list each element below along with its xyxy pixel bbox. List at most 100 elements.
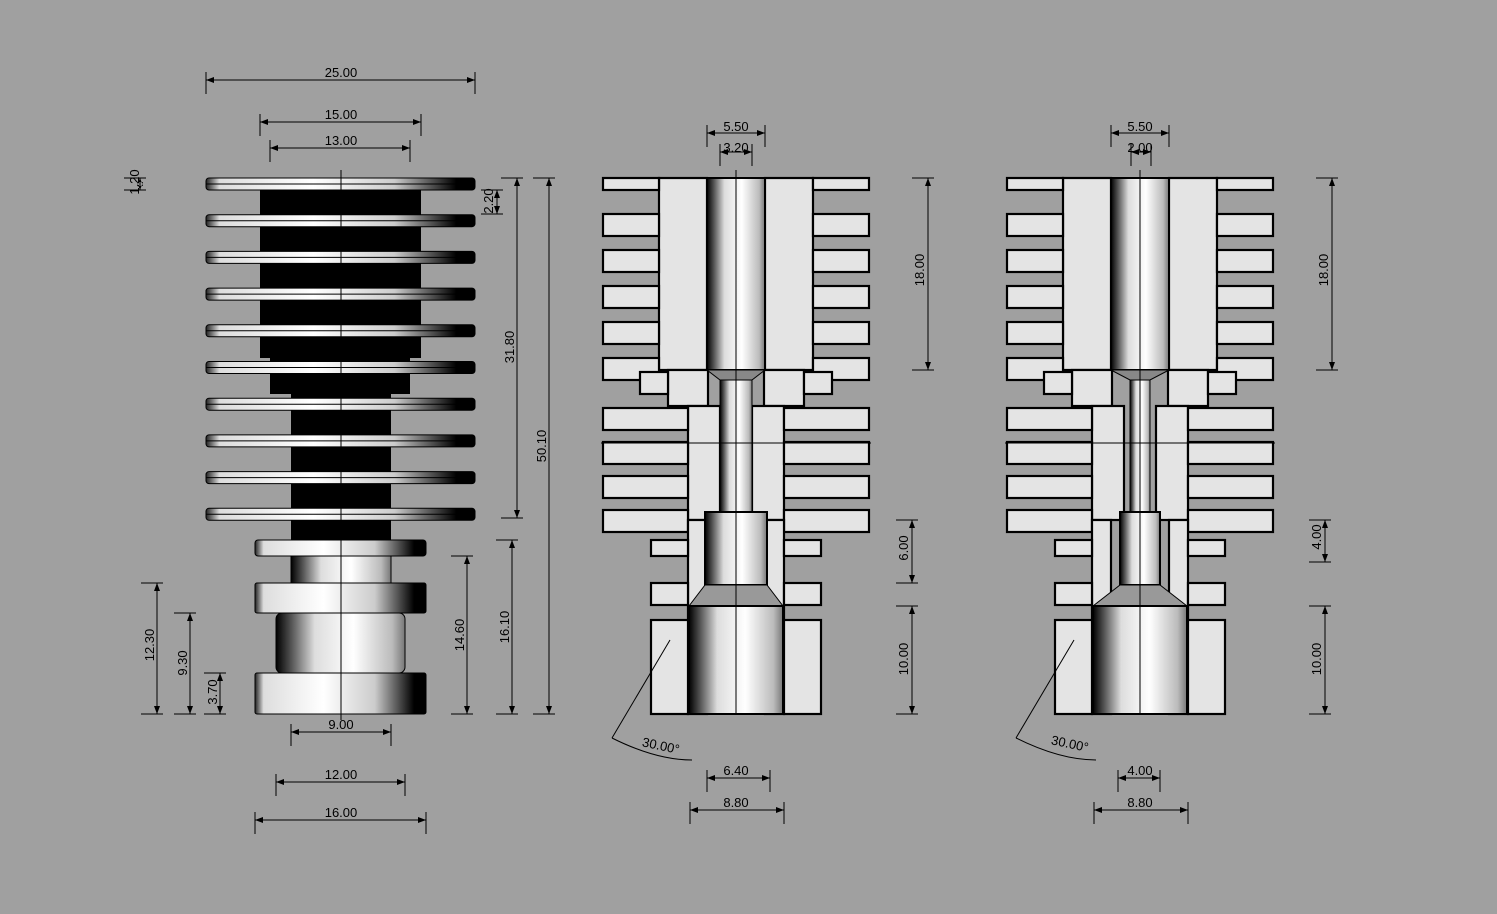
dimension: 2.20 <box>481 188 503 215</box>
wall-middle <box>686 404 722 522</box>
dimension-label: 5.50 <box>723 119 748 134</box>
section-view-right <box>1005 170 1275 761</box>
dimension: 18.00 <box>1316 177 1338 371</box>
dimension: 16.10 <box>496 539 518 715</box>
dimension: 25.00 <box>205 65 476 94</box>
base-wall <box>782 618 823 716</box>
dimension-label: 18.00 <box>1316 254 1331 287</box>
dimension-label: 10.00 <box>1309 643 1324 676</box>
middle-fin <box>782 474 871 500</box>
middle-fin <box>601 508 690 534</box>
dimensions: 25.0015.0013.001.202.2031.8050.1016.1014… <box>124 65 1338 834</box>
upper-fin <box>811 320 871 346</box>
upper-fin <box>1005 248 1065 274</box>
lower-fin <box>782 581 823 607</box>
dimension-label: 16.00 <box>325 805 358 820</box>
upper-fin <box>1215 284 1275 310</box>
wall-upper <box>657 176 709 372</box>
middle-fin <box>601 474 690 500</box>
dimension: 10.00 <box>1309 605 1331 715</box>
upper-fin <box>1005 212 1065 238</box>
top-plate <box>1005 176 1065 192</box>
wall-middle <box>750 404 786 522</box>
angle-label: 30.00° <box>1050 732 1090 755</box>
base-wall <box>1053 618 1094 716</box>
wall-step <box>666 368 710 408</box>
wall-upper <box>763 176 815 372</box>
dimension-label: 15.00 <box>325 107 358 122</box>
dimension: 9.00 <box>290 717 392 746</box>
dimension-label: 18.00 <box>912 254 927 287</box>
dimension: 6.00 <box>896 519 918 584</box>
upper-fin <box>601 212 661 238</box>
wall-step <box>1166 368 1210 408</box>
dimension-label: 16.10 <box>497 611 512 644</box>
dimension: 14.60 <box>451 555 473 715</box>
dimension: 4.00 <box>1309 519 1331 563</box>
dimension-label: 14.60 <box>452 619 467 652</box>
middle-fin <box>1186 406 1275 432</box>
short-fin <box>1206 370 1238 396</box>
top-plate <box>811 176 871 192</box>
dimension-label: 8.80 <box>1127 795 1152 810</box>
dimension: 50.10 <box>533 177 555 715</box>
dimension-label: 25.00 <box>325 65 358 80</box>
upper-fin <box>1215 248 1275 274</box>
upper-fin <box>1215 320 1275 346</box>
top-plate <box>1215 176 1275 192</box>
upper-fin <box>601 248 661 274</box>
dimension-label: 4.00 <box>1309 524 1324 549</box>
dimension: 16.00 <box>254 805 427 834</box>
dimension-label: 50.10 <box>534 430 549 463</box>
dimension: 8.80 <box>1093 795 1189 824</box>
side-view <box>205 170 476 720</box>
upper-fin <box>811 212 871 238</box>
angle-arc <box>1015 737 1097 761</box>
middle-fin <box>782 508 871 534</box>
middle-fin <box>1005 440 1094 466</box>
middle-fin <box>1186 440 1275 466</box>
middle-fin <box>1186 474 1275 500</box>
base-wall <box>1186 618 1227 716</box>
dimension: 13.00 <box>269 133 411 162</box>
dimension-label: 4.00 <box>1127 763 1152 778</box>
upper-fin <box>1005 284 1065 310</box>
dimension-label: 9.00 <box>328 717 353 732</box>
short-fin <box>802 370 834 396</box>
upper-fin <box>601 284 661 310</box>
arrowheads <box>720 149 752 155</box>
middle-fin <box>782 440 871 466</box>
dimension-label: 9.30 <box>175 650 190 675</box>
dimension-label: 3.20 <box>723 140 748 155</box>
base-wall <box>649 618 690 716</box>
dimension: 15.00 <box>259 107 422 136</box>
lower-fin <box>649 538 690 558</box>
wall-middle <box>1090 404 1126 522</box>
middle-fin <box>601 406 690 432</box>
dimension-label: 12.00 <box>325 767 358 782</box>
dimension: 2.00 <box>1127 140 1153 166</box>
dimension-label: 3.70 <box>205 679 220 704</box>
dimension-label: 2.20 <box>481 188 496 213</box>
dimension-label: 8.80 <box>723 795 748 810</box>
middle-fin <box>1005 474 1094 500</box>
lower-fin <box>782 538 823 558</box>
lower-fin <box>1053 581 1094 607</box>
shell-right <box>750 176 871 716</box>
short-fin <box>1042 370 1074 396</box>
upper-fin <box>1215 212 1275 238</box>
dimension: 3.70 <box>204 672 226 715</box>
dimension: 3.20 <box>719 140 753 166</box>
angle-label: 30.00° <box>641 734 681 757</box>
dimension: 10.00 <box>896 605 918 715</box>
dimension-label: 31.80 <box>502 331 517 364</box>
dimension: 31.80 <box>501 177 523 519</box>
angle-leader <box>611 639 671 739</box>
lower-fin <box>1186 581 1227 607</box>
dimension: 18.00 <box>912 177 934 371</box>
dimension-label: 5.50 <box>1127 119 1152 134</box>
dimension: 12.00 <box>275 767 406 796</box>
dimension: 4.00 <box>1117 763 1161 792</box>
upper-fin <box>1005 320 1065 346</box>
angle-arc <box>611 737 693 761</box>
